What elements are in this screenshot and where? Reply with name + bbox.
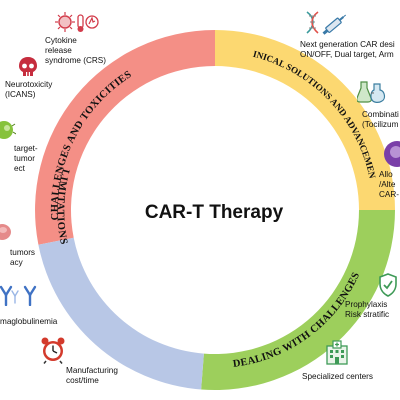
drug-flasks-icon <box>357 81 386 103</box>
segment-limitations <box>38 237 204 390</box>
cytokine-virus-icon <box>55 12 99 32</box>
note-solid-tumors: tumors acy <box>10 248 36 267</box>
note-icans: Neurotoxicity (ICANS) <box>5 80 53 99</box>
note-manufacturing: Manufacturing cost/time <box>66 366 118 385</box>
note-specialized-centers: Specialized centers <box>302 372 373 381</box>
note-on-target: target- tumor ect <box>14 144 38 173</box>
note-next-gen: Next generation CAR desi ON/OFF, Dual ta… <box>300 40 395 59</box>
note-hypogammaglobulinemia: maglobulinemia <box>0 317 58 326</box>
segment-challenges <box>35 30 215 245</box>
note-combination: Combinati (Tocilizum <box>362 110 399 129</box>
skull-icon <box>19 57 37 76</box>
note-allogeneic: Allo /Alte CAR- <box>379 170 400 199</box>
dna-syringe-icon <box>306 11 347 35</box>
alarm-clock-icon <box>41 337 65 364</box>
tumor-cell-icon <box>0 121 16 139</box>
shield-icon <box>379 273 397 297</box>
ring <box>35 30 395 391</box>
center-title: CAR-T Therapy <box>145 202 284 223</box>
hospital-icon <box>326 340 348 365</box>
solid-tumor-icon <box>0 224 11 240</box>
antibody-icon <box>0 285 37 306</box>
note-crs: Cytokine release syndrome (CRS) <box>45 36 106 65</box>
segment-clinical <box>215 30 395 210</box>
segment-dealing <box>201 210 395 391</box>
t-cell-icon <box>384 141 400 167</box>
note-prophylaxis: Prophylaxis Risk stratific <box>345 300 390 319</box>
